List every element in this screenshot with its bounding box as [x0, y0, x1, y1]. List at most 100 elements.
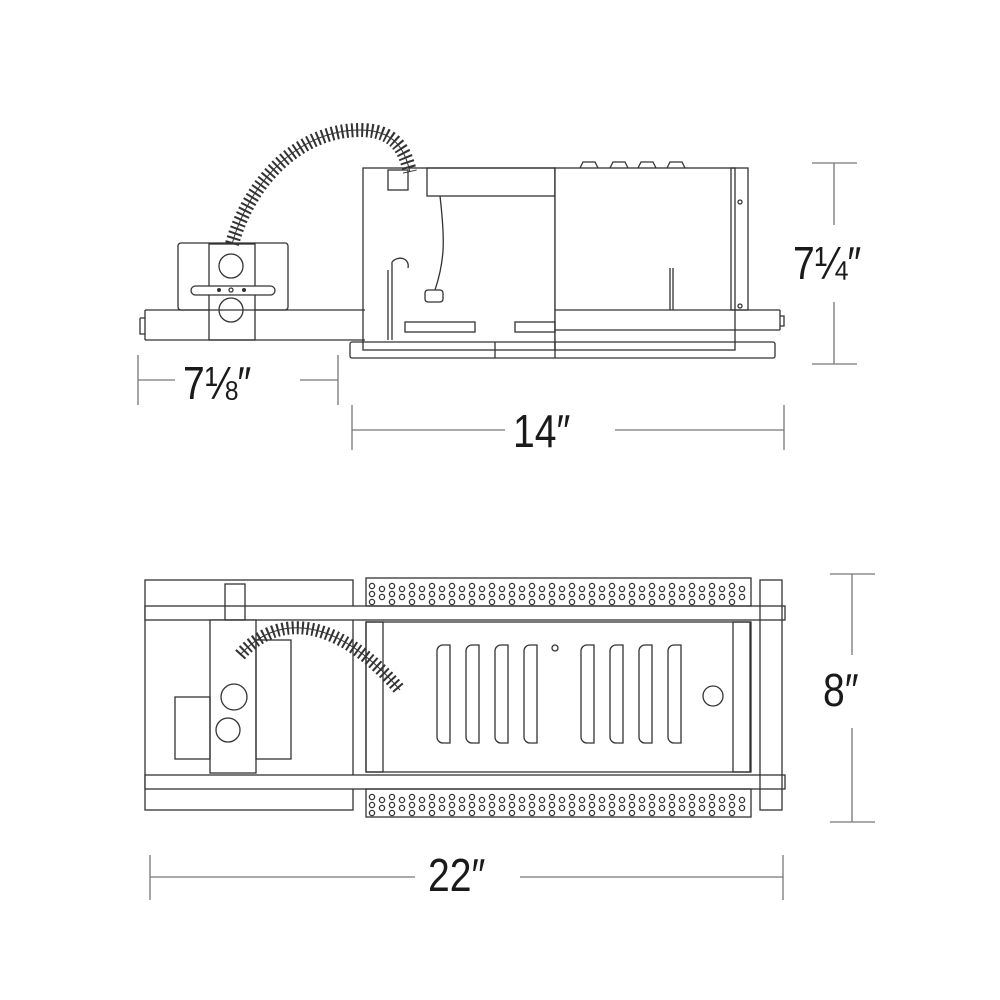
label-housing-height: 7¼″: [793, 237, 862, 289]
perforation-hole: [678, 593, 686, 601]
perforation-hole: [468, 598, 476, 606]
perforation-hole: [638, 796, 646, 804]
perforation-hole: [738, 796, 746, 804]
perforation-hole: [578, 585, 586, 593]
perforation-hole: [548, 793, 556, 801]
dimension-housing-height: [812, 162, 857, 365]
perforation-hole: [378, 585, 386, 593]
perforation-hole: [728, 801, 736, 809]
perforation-hole: [408, 793, 416, 801]
perforation-hole: [738, 593, 746, 601]
perforation-hole: [428, 801, 436, 809]
perforation-hole: [658, 796, 666, 804]
dimension-overall-width: [830, 573, 875, 823]
perforation-hole: [688, 793, 696, 801]
perforation-hole: [388, 793, 396, 801]
perforation-hole: [408, 801, 416, 809]
perforation-hole: [368, 809, 376, 817]
perforation-hole: [738, 585, 746, 593]
perforation-hole: [688, 598, 696, 606]
perforation-hole: [608, 582, 616, 590]
dimension-junction-box-width: [137, 355, 339, 405]
perforation-hole: [588, 598, 596, 606]
perforation-hole: [508, 801, 516, 809]
perforation-hole: [638, 585, 646, 593]
perforation-hole: [678, 585, 686, 593]
perforation-hole: [608, 598, 616, 606]
perforation-hole: [488, 590, 496, 598]
perforation-hole: [418, 796, 426, 804]
perforation-hole: [468, 809, 476, 817]
perforation-hole: [628, 598, 636, 606]
top-view: [144, 577, 786, 818]
perforation-hole: [458, 796, 466, 804]
perforation-hole: [428, 809, 436, 817]
perforation-hole: [638, 804, 646, 812]
perforation-hole: [738, 804, 746, 812]
perforation-hole: [678, 804, 686, 812]
perforation-hole: [418, 804, 426, 812]
perforation-hole: [598, 804, 606, 812]
perforation-hole: [548, 801, 556, 809]
perforation-hole: [368, 793, 376, 801]
perforation-hole: [388, 598, 396, 606]
perforation-hole: [668, 598, 676, 606]
perforation-hole: [728, 809, 736, 817]
perforation-hole: [378, 804, 386, 812]
perforation-hole: [378, 593, 386, 601]
perforation-hole: [658, 593, 666, 601]
perforation-hole: [568, 801, 576, 809]
perforation-hole: [568, 809, 576, 817]
perforation-hole: [508, 590, 516, 598]
perforation-hole: [628, 582, 636, 590]
perforation-hole: [618, 593, 626, 601]
perforation-hole: [668, 809, 676, 817]
perforation-hole: [448, 793, 456, 801]
perforation-hole: [548, 582, 556, 590]
perforation-hole: [588, 809, 596, 817]
perforation-hole: [368, 801, 376, 809]
perforation-hole: [448, 809, 456, 817]
perforation-hole: [408, 598, 416, 606]
perforation-hole: [578, 796, 586, 804]
perforation-hole: [698, 585, 706, 593]
perforation-hole: [658, 804, 666, 812]
perforation-hole: [498, 585, 506, 593]
perforation-hole: [528, 582, 536, 590]
perforation-hole: [438, 585, 446, 593]
perforation-hole: [588, 590, 596, 598]
perforation-hole: [478, 585, 486, 593]
perforation-hole: [438, 593, 446, 601]
perforation-hole: [478, 804, 486, 812]
perforation-hole: [718, 593, 726, 601]
perforation-hole: [398, 585, 406, 593]
perforation-hole: [708, 801, 716, 809]
perforation-hole: [678, 796, 686, 804]
perforation-hole: [408, 590, 416, 598]
perforation-hole: [398, 796, 406, 804]
perforation-hole: [588, 582, 596, 590]
perforation-hole: [528, 590, 536, 598]
perforation-hole: [468, 590, 476, 598]
perforation-hole: [418, 585, 426, 593]
perforation-hole: [618, 585, 626, 593]
perforation-hole: [518, 796, 526, 804]
perforation-hole: [638, 593, 646, 601]
perforation-hole: [528, 809, 536, 817]
perforation-hole: [558, 804, 566, 812]
perforation-hole: [668, 793, 676, 801]
perforation-hole: [718, 796, 726, 804]
perforation-hole: [388, 582, 396, 590]
perforation-hole: [698, 796, 706, 804]
perforation-hole: [388, 801, 396, 809]
perforation-hole: [508, 582, 516, 590]
dimension-housing-length: [351, 405, 785, 450]
perforation-hole: [368, 598, 376, 606]
perforation-hole: [368, 590, 376, 598]
perforation-hole: [668, 801, 676, 809]
perforation-hole: [648, 590, 656, 598]
perforation-hole: [488, 793, 496, 801]
perforation-hole: [458, 593, 466, 601]
perforation-hole: [458, 585, 466, 593]
perforation-hole: [578, 804, 586, 812]
